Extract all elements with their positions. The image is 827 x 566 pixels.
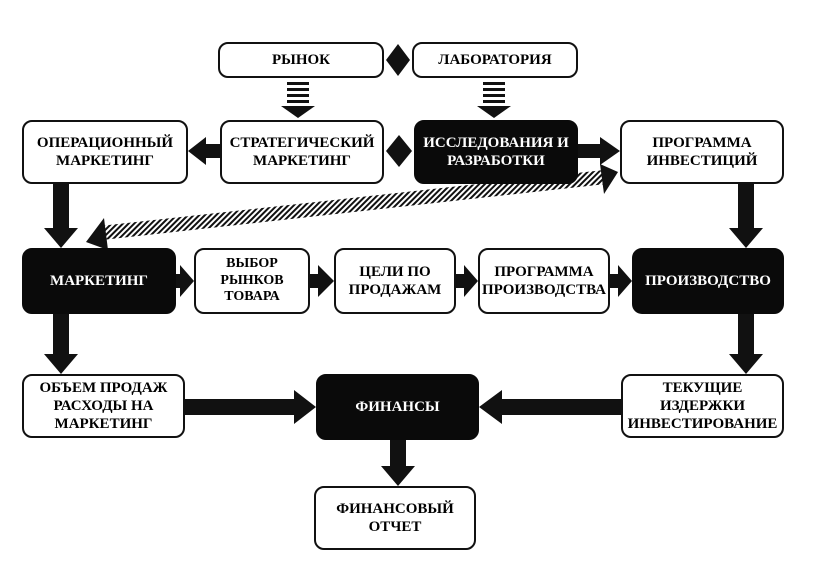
node-financial-report: ФИНАНСОВЫЙ ОТЧЕТ	[314, 486, 476, 550]
striped-arrow-lab-down	[477, 82, 511, 118]
node-sales-goals: ЦЕЛИ ПО ПРОДАЖАМ	[334, 248, 456, 314]
node-production-label: ПРОИЗВОДСТВО	[645, 273, 771, 289]
node-marketing-label: МАРКЕТИНГ	[50, 273, 148, 289]
node-financial-report-label: ФИНАНСОВЫЙ ОТЧЕТ	[336, 501, 454, 535]
node-market-choice: ВЫБОР РЫНКОВ ТОВАРА	[194, 248, 310, 314]
node-market-choice-label: ВЫБОР РЫНКОВ ТОВАРА	[220, 255, 284, 305]
hatched-diagonal-arrow	[86, 164, 618, 250]
node-investment-program-label: ПРОГРАММА ИНВЕСТИЦИЙ	[646, 135, 758, 169]
arrow-research-to-investment	[576, 137, 620, 165]
arrow-program-to-production	[610, 265, 632, 297]
arrow-marketing-to-choice	[176, 265, 194, 297]
node-strategic-marketing: СТРАТЕГИЧЕСКИЙ МАРКЕТИНГ	[220, 120, 384, 184]
arrow-finance-to-report	[381, 440, 415, 486]
node-research-development-label: ИССЛЕДОВАНИЯ И РАЗРАБОТКИ	[423, 135, 569, 169]
node-production-program: ПРОГРАММА ПРОИЗВОДСТВА	[478, 248, 610, 314]
node-strategic-marketing-label: СТРАТЕГИЧЕСКИЙ МАРКЕТИНГ	[229, 135, 375, 169]
node-production: ПРОИЗВОДСТВО	[632, 248, 784, 314]
node-marketing: МАРКЕТИНГ	[22, 248, 176, 314]
striped-arrow-rynok-down	[281, 82, 315, 118]
node-laboratoriya-label: ЛАБОРАТОРИЯ	[438, 52, 552, 68]
double-arrow-rynok-lab	[386, 44, 410, 76]
node-rynok: РЫНОК	[218, 42, 384, 78]
node-production-program-label: ПРОГРАММА ПРОИЗВОДСТВА	[482, 264, 606, 298]
node-finance: ФИНАНСЫ	[316, 374, 479, 440]
arrow-strategic-to-operational	[188, 137, 221, 165]
arrow-marketing-to-sales	[44, 314, 78, 374]
node-sales-goals-label: ЦЕЛИ ПО ПРОДАЖАМ	[348, 264, 442, 298]
node-laboratoriya: ЛАБОРАТОРИЯ	[412, 42, 578, 78]
arrow-investment-to-production	[729, 184, 763, 248]
node-sales-volume-label: ОБЪЕМ ПРОДАЖ РАСХОДЫ НА МАРКЕТИНГ	[39, 380, 168, 432]
arrow-goals-to-program	[456, 265, 478, 297]
node-finance-label: ФИНАНСЫ	[355, 399, 440, 415]
arrow-choice-to-goals	[310, 265, 334, 297]
arrow-production-to-costs	[729, 314, 763, 374]
node-rynok-label: РЫНОК	[271, 52, 331, 68]
node-research-development: ИССЛЕДОВАНИЯ И РАЗРАБОТКИ	[414, 120, 578, 184]
node-operational-marketing: ОПЕРАЦИОННЫЙ МАРКЕТИНГ	[22, 120, 188, 184]
arrow-sales-to-finance	[185, 390, 316, 424]
arrow-operational-to-marketing	[44, 184, 78, 248]
double-arrow-strategic-research	[386, 135, 412, 167]
node-current-costs: ТЕКУЩИЕ ИЗДЕРЖКИ ИНВЕСТИРОВАНИЕ	[621, 374, 784, 438]
node-operational-marketing-label: ОПЕРАЦИОННЫЙ МАРКЕТИНГ	[36, 135, 174, 169]
node-investment-program: ПРОГРАММА ИНВЕСТИЦИЙ	[620, 120, 784, 184]
arrow-costs-to-finance	[479, 390, 621, 424]
node-current-costs-label: ТЕКУЩИЕ ИЗДЕРЖКИ ИНВЕСТИРОВАНИЕ	[627, 380, 778, 432]
node-sales-volume: ОБЪЕМ ПРОДАЖ РАСХОДЫ НА МАРКЕТИНГ	[22, 374, 185, 438]
